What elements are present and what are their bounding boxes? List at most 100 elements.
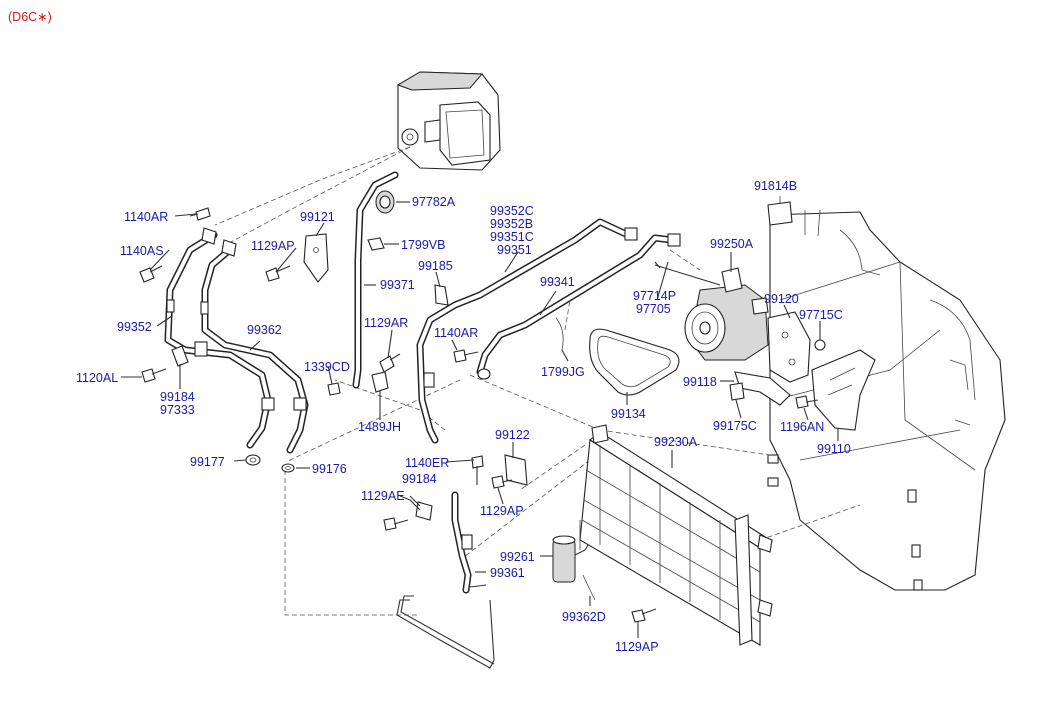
hose-fitting xyxy=(624,227,638,241)
clip-1799VB xyxy=(367,237,385,251)
bracket-99120 xyxy=(767,311,811,383)
hose-fitting xyxy=(461,534,473,550)
label-99184-b: 99184 xyxy=(402,472,437,486)
label-99352B: 99352B xyxy=(490,217,533,231)
label-99250A: 99250A xyxy=(710,237,754,251)
bracket-99121 xyxy=(303,233,329,283)
label-1140ER: 1140ER xyxy=(405,456,449,470)
label-99120: 99120 xyxy=(764,292,799,306)
label-1799JG: 1799JG xyxy=(541,365,585,379)
bolt-1129AE xyxy=(383,517,409,531)
label-plate xyxy=(767,201,793,226)
bolt-1140AS xyxy=(139,265,163,283)
suction-hose-99351 xyxy=(416,218,632,444)
label-1129AR: 1129AR xyxy=(364,316,408,330)
bolt-1129AR xyxy=(379,353,401,373)
label-1196AN: 1196AN xyxy=(780,420,824,434)
label-99361: 99361 xyxy=(490,566,525,580)
bracket-99175C xyxy=(729,382,745,401)
hose-fitting xyxy=(194,341,208,357)
label-97333: 97333 xyxy=(160,403,195,417)
nut-97715C xyxy=(814,339,826,351)
variant-code: (D6C∗) xyxy=(8,10,52,24)
hose-99362 xyxy=(201,244,309,454)
label-1339CD: 1339CD xyxy=(304,360,350,374)
compressor-99250A xyxy=(654,261,769,361)
pipe-99362D xyxy=(579,520,596,601)
receiver-drier-99261 xyxy=(552,535,589,583)
nut-1339CD xyxy=(327,382,341,396)
bolt-1129AP xyxy=(265,265,291,282)
label-91814B: 91814B xyxy=(754,179,797,193)
hose-fitting xyxy=(667,233,681,247)
label-1129AP-c: 1129AP xyxy=(615,640,659,654)
label-99177: 99177 xyxy=(190,455,225,469)
label-99261: 99261 xyxy=(500,550,535,564)
label-1140AS: 1140AS xyxy=(120,244,164,258)
o-ring xyxy=(281,463,295,473)
label-99341: 99341 xyxy=(540,275,575,289)
label-99184: 99184 xyxy=(160,390,195,404)
liquid-pipe-99361 xyxy=(396,491,495,669)
bracket-99110 xyxy=(811,349,876,431)
label-1140AR: 1140AR xyxy=(124,210,168,224)
discharge-hose-99341 xyxy=(476,234,676,376)
hose-fitting xyxy=(200,301,209,315)
label-1489JH: 1489JH xyxy=(358,420,401,434)
label-99118: 99118 xyxy=(683,375,717,389)
label-99122: 99122 xyxy=(495,428,530,442)
label-99362D: 99362D xyxy=(562,610,606,624)
hose-fitting xyxy=(261,397,275,411)
label-99230A: 99230A xyxy=(654,435,698,449)
label-99352: 99352 xyxy=(117,320,152,334)
label-99362: 99362 xyxy=(247,323,282,337)
bolt-1140ER xyxy=(471,455,484,485)
bolt-1120AL xyxy=(141,368,167,383)
radiator-fan-shroud xyxy=(767,209,1006,591)
label-97714P: 97714P xyxy=(633,289,676,303)
bolt-1140AR xyxy=(189,207,211,221)
clamp-1489JH xyxy=(371,371,389,393)
label-99185: 99185 xyxy=(418,259,453,273)
bolt-1140AR-center xyxy=(453,349,479,363)
hose-end xyxy=(477,368,491,380)
label-99134: 99134 xyxy=(611,407,646,421)
hose-end xyxy=(201,227,217,245)
label-99351: 99351 xyxy=(497,243,532,257)
label-99352C: 99352C xyxy=(490,204,534,218)
hose-end xyxy=(221,239,237,257)
label-99110: 99110 xyxy=(817,442,851,456)
label-97782A: 97782A xyxy=(412,195,456,209)
hose-fitting xyxy=(293,397,307,411)
grommet-97782A xyxy=(375,190,395,214)
label-1129AE: 1129AE xyxy=(361,489,405,503)
bracket-99185 xyxy=(434,284,449,306)
hose-fitting xyxy=(423,372,435,388)
o-ring xyxy=(245,454,261,466)
label-leaders xyxy=(121,201,839,638)
label-97705: 97705 xyxy=(636,302,671,316)
bracket-99122 xyxy=(504,454,528,486)
condenser-99230A xyxy=(579,424,773,646)
hose-fitting xyxy=(166,299,175,313)
clamp-99184-b xyxy=(415,501,433,521)
label-99176: 99176 xyxy=(312,462,347,476)
label-99371: 99371 xyxy=(380,278,415,292)
drain-hose-99371 xyxy=(352,171,399,389)
label-97715C: 97715C xyxy=(799,308,843,322)
clip-1799JG xyxy=(555,317,564,351)
bolt-1129AP-c xyxy=(631,608,657,623)
bolt-1129AP-b xyxy=(491,475,513,489)
evaporator-unit xyxy=(396,71,501,171)
bolt-1196AN xyxy=(795,395,819,409)
label-1799VB: 1799VB xyxy=(401,238,445,252)
belt-99134 xyxy=(589,328,680,396)
label-1129AP-b: 1129AP xyxy=(480,504,524,518)
label-1140AR-center: 1140AR xyxy=(434,326,478,340)
clamp-99184 xyxy=(171,345,189,367)
label-1129AP: 1129AP xyxy=(251,239,295,253)
part-labels: 91814B 1140AR 99121 97782A 99352C 99352B… xyxy=(76,179,851,654)
label-99351C: 99351C xyxy=(490,230,534,244)
label-1120AL: 1120AL xyxy=(76,371,118,385)
